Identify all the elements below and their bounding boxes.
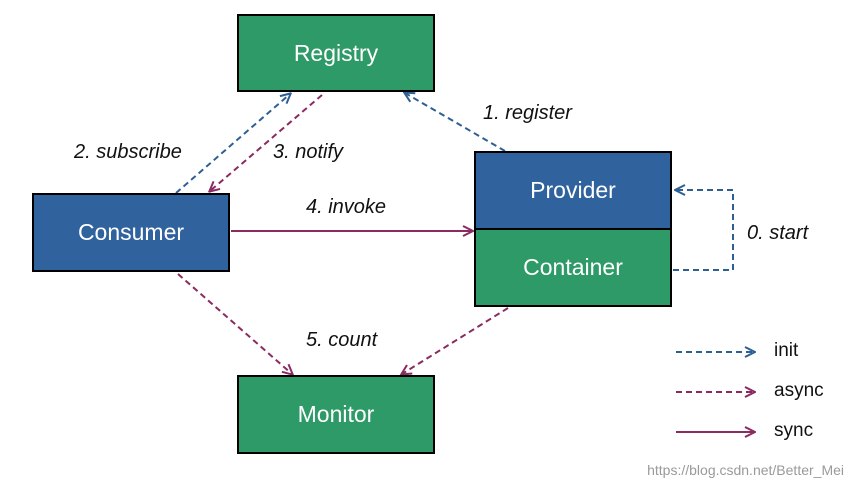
register-label: 1. register (483, 102, 572, 124)
invoke-label: 4. invoke (306, 196, 387, 218)
notify-label: 3. notify (273, 141, 344, 163)
container-label: Container (523, 254, 623, 280)
registry-label: Registry (293, 39, 379, 66)
registry-node: Registry (237, 14, 435, 92)
legend-async-label: async (774, 380, 824, 401)
count-arrow-container (402, 307, 509, 374)
consumer-label: Consumer (77, 219, 185, 245)
start-label: 0. start (747, 222, 809, 244)
monitor-label: Monitor (297, 401, 375, 427)
count-label: 5. count (306, 329, 378, 351)
provider-label: Provider (530, 177, 616, 203)
watermark-text: https://blog.csdn.net/Better_Mei (647, 462, 844, 478)
container-node: Container (474, 228, 672, 307)
notify-arrow (210, 94, 323, 191)
subscribe-arrow (175, 94, 290, 194)
subscribe-label: 2. subscribe (74, 141, 182, 163)
start-arrow (673, 190, 734, 271)
provider-node: Provider (474, 151, 672, 230)
consumer-node: Consumer (32, 193, 230, 272)
legend-init-label: init (774, 340, 799, 361)
legend-sync-label: sync (774, 420, 814, 441)
count-arrow-consumer (177, 273, 292, 374)
monitor-node: Monitor (237, 375, 435, 454)
